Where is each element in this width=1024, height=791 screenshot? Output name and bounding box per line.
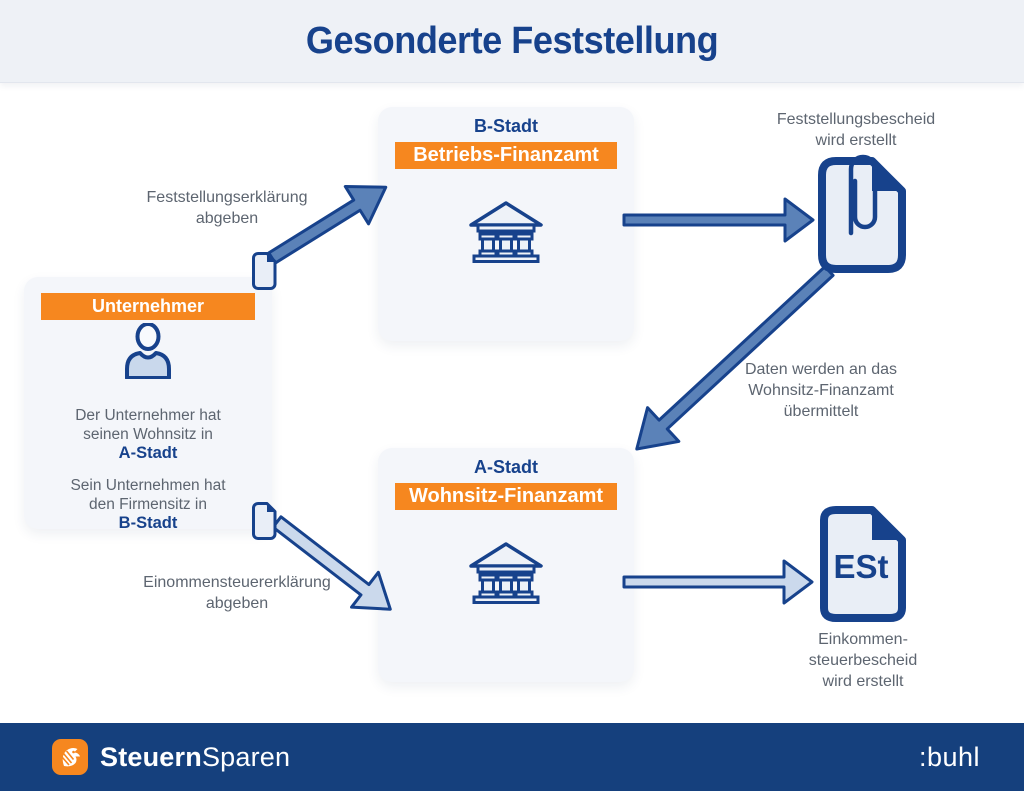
- b-stadt-heading: B-Stadt: [474, 116, 538, 136]
- a-stadt-heading: A-Stadt: [474, 457, 538, 477]
- feststellungsbescheid-document-icon: [818, 154, 906, 273]
- est-badge: ESt: [833, 548, 888, 585]
- eagle-icon: [52, 739, 88, 775]
- bank-icon: [378, 199, 634, 263]
- buhl-logo: :buhl: [918, 741, 980, 772]
- betriebs-finanzamt-card: B-Stadt Betriebs-Finanzamt: [378, 107, 634, 341]
- einkommensteuererklaerung-label: Einommensteuererklärung abgeben: [143, 574, 331, 612]
- einkommensteuerbescheid-label: Einkommen- steuerbescheid wird erstellt: [808, 631, 918, 690]
- company-city: B-Stadt: [118, 514, 178, 532]
- feststellungsbescheid-label: Feststellungsbescheid wird erstellt: [776, 111, 936, 149]
- daten-uebermittlung-label: Daten werden an das Wohnsitz-Finanzamt ü…: [744, 361, 898, 420]
- header: Gesonderte Feststellung: [0, 0, 1024, 83]
- residence-text-lines: Der Unternehmer hat seinen Wohnsitz in: [75, 407, 221, 443]
- paperclip-icon: [848, 154, 878, 236]
- footer: SteuernSparen :buhl: [0, 723, 1024, 791]
- entrepreneur-banner: Unternehmer: [41, 293, 255, 320]
- feststellungserklaerung-label: Feststellungserklärung abgeben: [146, 189, 308, 227]
- document-icon: [252, 502, 277, 540]
- arrow-to-feststellungsbescheid-icon: [622, 197, 815, 243]
- steuernsparen-brand: SteuernSparen: [52, 739, 290, 775]
- person-icon: [24, 323, 272, 379]
- entrepreneur-card: Unternehmer Der Unternehmer hat seinen W…: [24, 277, 272, 532]
- wohnsitz-finanzamt-card: A-Stadt Wohnsitz-Finanzamt: [378, 448, 634, 682]
- company-text: Sein Unternehmen hat den Firmensitz in B…: [24, 457, 272, 552]
- brand-sparen: Sparen: [201, 741, 291, 772]
- arrow-to-est-bescheid-icon: [622, 559, 814, 605]
- document-icon: [252, 252, 277, 290]
- est-document-icon: ESt: [820, 506, 906, 622]
- bank-icon: [378, 540, 634, 604]
- betriebs-finanzamt-banner: Betriebs-Finanzamt: [395, 142, 617, 169]
- wohnsitz-finanzamt-banner: Wohnsitz-Finanzamt: [395, 483, 617, 510]
- company-text-lines: Sein Unternehmen hat den Firmensitz in: [70, 477, 226, 513]
- residence-city: A-Stadt: [118, 444, 178, 462]
- brand-steuern: Steuern: [100, 741, 202, 772]
- brand-text: SteuernSparen: [100, 742, 290, 773]
- page-title: Gesonderte Feststellung: [305, 19, 719, 62]
- residence-text: Der Unternehmer hat seinen Wohnsitz in A…: [24, 387, 272, 482]
